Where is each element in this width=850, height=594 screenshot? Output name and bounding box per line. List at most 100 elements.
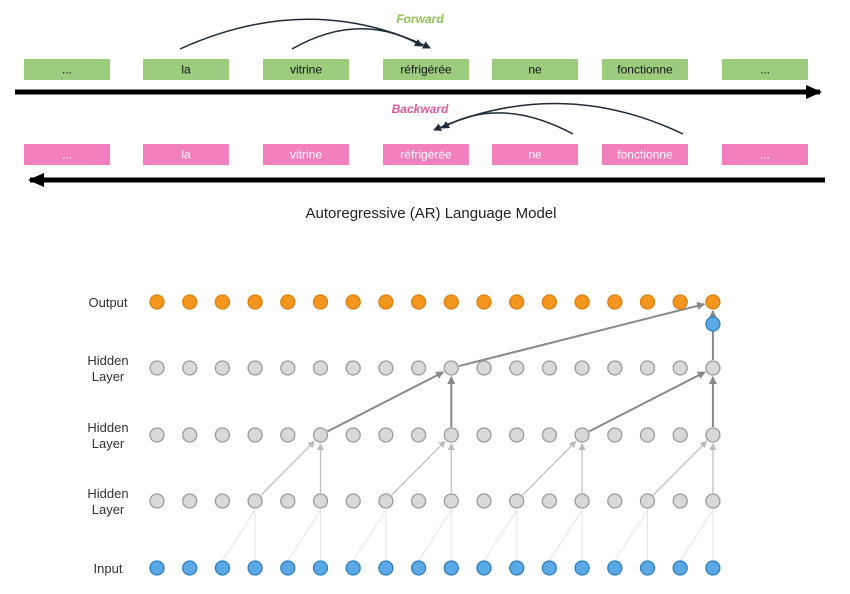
output-node bbox=[639, 294, 656, 310]
output-node bbox=[345, 294, 361, 310]
backward-label: Backward bbox=[392, 102, 449, 116]
hidden-node bbox=[607, 360, 623, 376]
output-node bbox=[247, 294, 263, 310]
hidden-node bbox=[672, 427, 688, 443]
hidden-node bbox=[182, 493, 198, 509]
network-edge bbox=[260, 440, 315, 496]
hidden-node bbox=[149, 427, 165, 443]
forward-token-box bbox=[383, 59, 469, 80]
input-node bbox=[280, 560, 296, 576]
hidden-node bbox=[280, 360, 296, 376]
hidden-node bbox=[247, 493, 263, 509]
network-edge bbox=[652, 440, 708, 496]
row-labels: OutputHiddenLayerHiddenLayerHiddenLayerI… bbox=[87, 295, 128, 576]
output-node bbox=[509, 294, 525, 310]
hidden-node bbox=[247, 360, 263, 376]
network-edge bbox=[521, 440, 577, 496]
output-node bbox=[410, 294, 427, 310]
backward-arc-long bbox=[433, 102, 684, 135]
hidden-node bbox=[705, 493, 721, 509]
hidden-node bbox=[672, 493, 688, 509]
row-label: Layer bbox=[92, 436, 125, 451]
hidden-node bbox=[443, 360, 459, 376]
output-node bbox=[705, 294, 721, 310]
output-node bbox=[312, 294, 329, 310]
forward-token-box bbox=[492, 59, 578, 80]
hidden-node bbox=[345, 360, 361, 376]
input-node bbox=[672, 560, 688, 576]
hidden-node bbox=[345, 493, 361, 509]
input-connection-line bbox=[483, 509, 518, 562]
forward-arc-short bbox=[291, 28, 423, 50]
network-edges bbox=[260, 302, 717, 496]
input-connection-line bbox=[221, 509, 256, 562]
backward-token-box bbox=[24, 144, 110, 165]
output-node bbox=[149, 294, 165, 310]
backward-token-label: vitrine bbox=[290, 148, 322, 162]
input-connection-line bbox=[614, 509, 648, 562]
forward-token-label: la bbox=[181, 63, 191, 77]
input-node bbox=[182, 560, 198, 576]
hidden-node bbox=[280, 493, 296, 509]
network-edge bbox=[327, 371, 445, 433]
row-label: Input bbox=[94, 561, 123, 576]
hidden-node bbox=[214, 360, 231, 376]
hidden-node bbox=[410, 427, 427, 443]
input-node bbox=[574, 560, 590, 576]
input-connection-line bbox=[287, 509, 321, 562]
input-connections bbox=[221, 509, 714, 562]
forward-token-label: ne bbox=[528, 63, 542, 77]
row-label: Layer bbox=[92, 369, 125, 384]
input-node bbox=[541, 560, 558, 576]
hidden-node bbox=[509, 427, 525, 443]
input-connection-line bbox=[679, 509, 714, 562]
forward-token-label: vitrine bbox=[290, 63, 322, 77]
backward-token-box bbox=[492, 144, 578, 165]
output-node bbox=[672, 294, 688, 310]
hidden-node bbox=[509, 493, 525, 509]
backward-token-label: ... bbox=[62, 148, 72, 162]
forward-token-label: ... bbox=[62, 63, 72, 77]
hidden-node bbox=[378, 427, 394, 443]
hidden-node bbox=[247, 427, 263, 443]
backward-token-label: ne bbox=[528, 148, 542, 162]
output-node bbox=[607, 294, 623, 310]
forward-token-label: ... bbox=[760, 63, 770, 77]
hidden-node bbox=[378, 493, 394, 509]
row-label: Hidden bbox=[87, 353, 128, 368]
hidden-node bbox=[378, 360, 394, 376]
hidden-node bbox=[214, 427, 231, 443]
hidden-node bbox=[312, 360, 329, 376]
input-node bbox=[149, 560, 165, 576]
hidden-node bbox=[182, 360, 198, 376]
input-connection-line bbox=[548, 509, 583, 562]
row-label: Hidden bbox=[87, 486, 128, 501]
input-node bbox=[247, 560, 263, 576]
backward-token-label: ... bbox=[760, 148, 770, 162]
backward-arc-short bbox=[441, 112, 574, 135]
hidden-node bbox=[410, 360, 427, 376]
hidden-node bbox=[149, 360, 165, 376]
output-node bbox=[378, 294, 394, 310]
hidden-node bbox=[443, 493, 459, 509]
row-label: Hidden bbox=[87, 420, 128, 435]
hidden-node bbox=[672, 360, 688, 376]
input-node bbox=[214, 560, 231, 576]
input-node bbox=[378, 560, 394, 576]
input-node bbox=[509, 560, 525, 576]
hidden-node bbox=[574, 493, 590, 509]
forward-label: Forward bbox=[396, 12, 444, 26]
hidden-node bbox=[345, 427, 361, 443]
hidden-node bbox=[312, 427, 329, 443]
network-edge bbox=[588, 371, 706, 433]
hidden-node bbox=[443, 427, 459, 443]
network-edge bbox=[458, 302, 706, 368]
forward-token-box bbox=[722, 59, 808, 80]
hidden-node bbox=[509, 360, 525, 376]
forward-token-label: réfrigérée bbox=[400, 63, 452, 77]
backward-token-box bbox=[722, 144, 808, 165]
hidden-node bbox=[574, 427, 590, 443]
backward-token-label: réfrigérée bbox=[400, 148, 452, 162]
